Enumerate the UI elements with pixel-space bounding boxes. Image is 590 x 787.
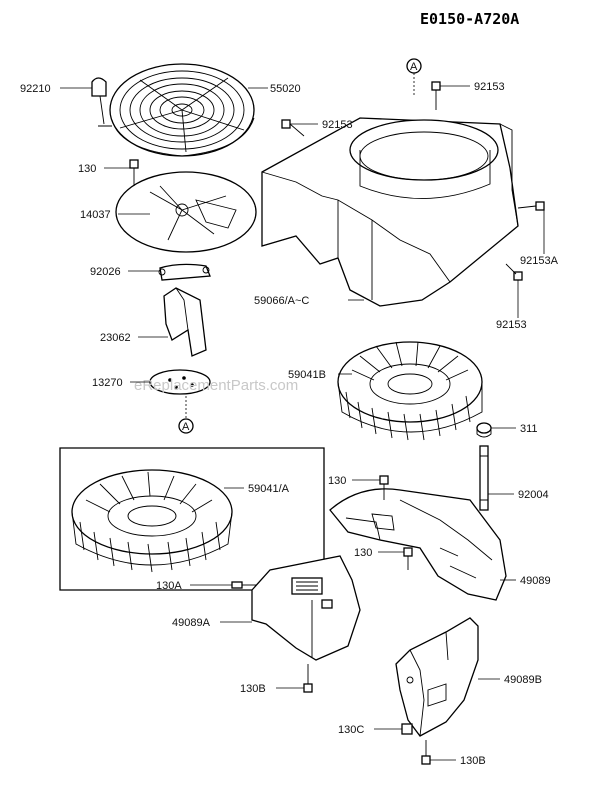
label-14037: 14037 <box>80 209 111 221</box>
label-55020: 55020 <box>270 83 301 95</box>
flywheel-59041B <box>337 341 483 441</box>
label-92026: 92026 <box>90 266 121 278</box>
label-130B-b: 130B <box>460 755 486 767</box>
cover-49089B <box>395 617 479 737</box>
bolt-92153-mid <box>281 119 305 137</box>
leader-lines <box>60 85 545 761</box>
watermark: eReplacementParts.com <box>134 377 298 394</box>
bolt-130B-b <box>421 740 431 765</box>
bolt-130C <box>401 723 413 735</box>
cover-49089A <box>251 555 361 661</box>
bracket-23062 <box>163 287 207 357</box>
label-49089A: 49089A <box>172 617 211 629</box>
label-92153-low: 92153 <box>496 319 527 331</box>
label-130B-a: 130B <box>240 683 266 695</box>
label-92153-top: 92153 <box>474 81 505 93</box>
label-311: 311 <box>520 423 538 435</box>
ref-marker-A-bottom-text: A <box>182 421 190 433</box>
bolt-130-top <box>129 159 139 186</box>
bolt-130B-a <box>303 664 313 693</box>
plate-13270 <box>149 369 211 395</box>
label-13270: 13270 <box>92 377 123 389</box>
part-labels: 92210 55020 92153 92153 130 14037 92026 … <box>20 81 559 767</box>
bolt-92153A <box>517 201 545 211</box>
ref-marker-A-top-text: A <box>410 61 418 73</box>
label-130A: 130A <box>156 580 182 592</box>
label-59066: 59066/A~C <box>254 295 309 307</box>
baffle-49089 <box>329 488 507 601</box>
ref-marker-A-bottom: A <box>178 396 194 434</box>
bracket-92026 <box>158 263 211 281</box>
label-59041B: 59041B <box>288 369 326 381</box>
label-49089B: 49089B <box>504 674 542 686</box>
label-49089: 49089 <box>520 575 551 587</box>
label-92004: 92004 <box>518 489 549 501</box>
label-130-c: 130 <box>354 547 372 559</box>
bolt-92153-top <box>431 81 441 110</box>
diagram-code: E0150-A720A <box>420 10 519 28</box>
label-92153A: 92153A <box>520 255 559 267</box>
bolt-130-low <box>403 547 413 570</box>
collar-311 <box>476 422 492 438</box>
ref-marker-A-top: A <box>406 58 422 96</box>
label-23062: 23062 <box>100 332 131 344</box>
label-59041A: 59041/A <box>248 483 290 495</box>
label-92153-mid: 92153 <box>322 119 353 131</box>
stud-92004 <box>479 445 489 511</box>
label-130C: 130C <box>338 724 364 736</box>
label-130-b: 130 <box>328 475 346 487</box>
fan-screen-55020 <box>109 63 255 157</box>
label-92210: 92210 <box>20 83 51 95</box>
label-130-a: 130 <box>78 163 96 175</box>
inset-59041A <box>59 447 325 591</box>
plate-14037 <box>115 171 257 253</box>
shroud-59066 <box>261 117 519 307</box>
cap-92210 <box>91 77 112 127</box>
